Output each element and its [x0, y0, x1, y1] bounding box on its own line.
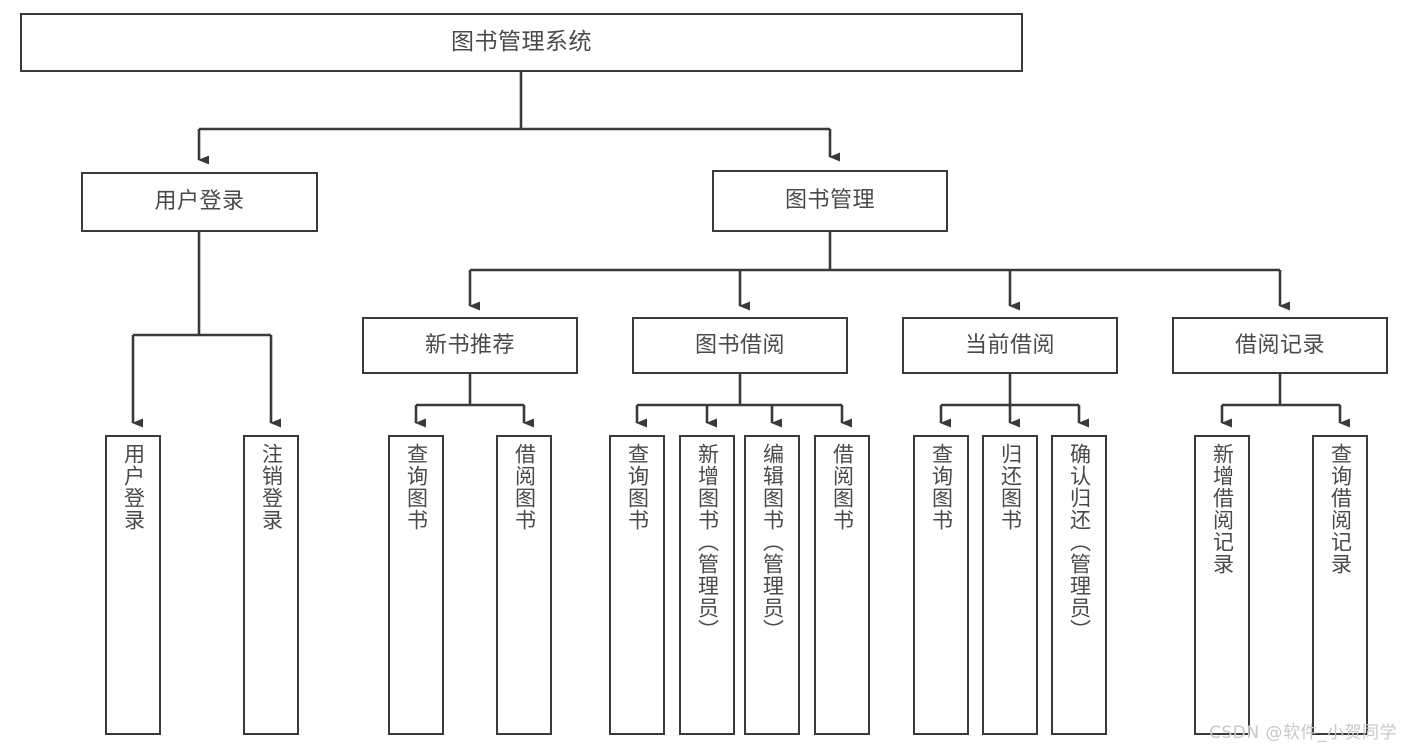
- node-label: 借阅图书: [830, 443, 855, 531]
- node-label: 新增借阅记录: [1210, 443, 1235, 575]
- node-label: 图书管理: [784, 188, 875, 214]
- node-label: 图书管理系统: [451, 29, 592, 56]
- node-leaf-borrow-book-recommend[interactable]: 借阅图书: [496, 435, 552, 735]
- node-leaf-query-book-recommend[interactable]: 查询图书: [388, 435, 444, 735]
- node-label: 查询借阅记录: [1328, 443, 1353, 575]
- node-label: 借阅图书: [512, 443, 537, 531]
- node-user-login[interactable]: 用户登录: [81, 172, 318, 232]
- node-label: 查询图书: [625, 443, 650, 531]
- node-label: 借阅记录: [1234, 332, 1325, 358]
- node-leaf-logout[interactable]: 注销登录: [243, 435, 299, 735]
- node-leaf-add-book-admin[interactable]: 新增图书（管理员）: [679, 435, 735, 735]
- node-leaf-user-login[interactable]: 用户登录: [105, 435, 161, 735]
- node-label: 用户登录: [154, 189, 245, 215]
- node-leaf-query-borrow-record[interactable]: 查询借阅记录: [1312, 435, 1368, 735]
- node-label: 用户登录: [121, 443, 146, 531]
- node-label: 查询图书: [929, 443, 954, 531]
- node-leaf-confirm-return-admin[interactable]: 确认归还（管理员）: [1051, 435, 1107, 735]
- node-label: 新书推荐: [424, 332, 515, 358]
- node-leaf-add-borrow-record[interactable]: 新增借阅记录: [1194, 435, 1250, 735]
- node-leaf-borrow-book[interactable]: 借阅图书: [814, 435, 870, 735]
- node-root-book-management-system[interactable]: 图书管理系统: [20, 13, 1023, 72]
- node-label: 归还图书: [998, 443, 1023, 531]
- node-label: 注销登录: [259, 443, 284, 531]
- node-leaf-query-book-current[interactable]: 查询图书: [913, 435, 969, 735]
- node-borrowing-record[interactable]: 借阅记录: [1172, 317, 1388, 374]
- node-book-management[interactable]: 图书管理: [712, 170, 948, 232]
- node-leaf-query-book-borrow[interactable]: 查询图书: [609, 435, 665, 735]
- csdn-watermark: CSDN @软件_小贺同学: [1209, 723, 1397, 743]
- node-label: 确认归还（管理员）: [1067, 443, 1092, 641]
- node-leaf-edit-book-admin[interactable]: 编辑图书（管理员）: [744, 435, 800, 735]
- node-current-borrowing[interactable]: 当前借阅: [902, 317, 1118, 374]
- node-label: 图书借阅: [694, 332, 785, 358]
- node-book-borrowing[interactable]: 图书借阅: [632, 317, 848, 374]
- node-new-book-recommendation[interactable]: 新书推荐: [362, 317, 578, 374]
- node-label: 新增图书（管理员）: [695, 443, 720, 641]
- node-label: 编辑图书（管理员）: [760, 443, 785, 641]
- node-leaf-return-book[interactable]: 归还图书: [982, 435, 1038, 735]
- node-label: 查询图书: [404, 443, 429, 531]
- node-label: 当前借阅: [964, 332, 1055, 358]
